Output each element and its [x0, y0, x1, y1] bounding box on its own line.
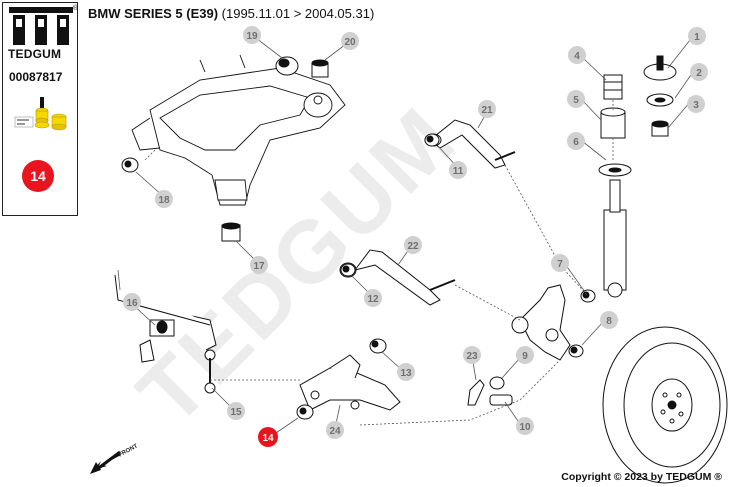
callout-6: 6	[567, 132, 585, 150]
svg-text:16: 16	[126, 298, 138, 309]
callout-24: 24	[326, 421, 344, 439]
svg-text:4: 4	[574, 51, 580, 62]
svg-text:17: 17	[253, 261, 265, 272]
svg-text:19: 19	[246, 31, 258, 42]
callout-21: 21	[478, 100, 496, 118]
copyright-text: Copyright © 2023 by TEDGUM ®	[561, 471, 722, 483]
strut-mount-1	[643, 55, 677, 81]
vehicle-title: BMW SERIES 5 (E39) (1995.11.01 > 2004.05…	[88, 6, 374, 21]
callout-10: 10	[516, 417, 534, 435]
callout-19: 19	[243, 26, 261, 44]
svg-text:10: 10	[519, 422, 531, 433]
callout-20: 20	[341, 32, 359, 50]
svg-text:14: 14	[262, 433, 274, 444]
callout-16: 16	[123, 293, 141, 311]
callout-22: 22	[404, 236, 422, 254]
svg-text:6: 6	[573, 137, 579, 148]
callout-18: 18	[155, 190, 173, 208]
callout-17: 17	[250, 256, 268, 274]
svg-text:12: 12	[367, 294, 379, 305]
callout-7: 7	[551, 254, 569, 272]
svg-text:3: 3	[693, 100, 699, 111]
bushing-18	[121, 157, 139, 173]
bushing-7	[580, 289, 596, 303]
callout-5: 5	[567, 90, 585, 108]
callout-23: 23	[463, 346, 481, 364]
svg-text:8: 8	[606, 316, 612, 327]
shock-absorber	[598, 163, 632, 298]
stabilizer-bar	[114, 269, 217, 363]
tedgum-logo-icon	[9, 7, 73, 45]
dust-cover-5	[600, 107, 626, 139]
svg-text:23: 23	[466, 351, 478, 362]
callout-1: 1	[688, 27, 706, 45]
svg-text:1: 1	[694, 32, 700, 43]
svg-text:18: 18	[158, 195, 170, 206]
wheel-carrier	[511, 284, 571, 361]
callout-9: 9	[516, 346, 534, 364]
toe-link	[467, 376, 513, 406]
bushing-11	[424, 133, 440, 147]
lower-trailing-arm	[299, 354, 401, 411]
brand-name: TEDGUM	[8, 47, 62, 61]
svg-text:24: 24	[329, 426, 341, 437]
bushing-17	[221, 222, 241, 242]
registered-mark: ®	[73, 5, 79, 12]
svg-text:11: 11	[453, 166, 464, 177]
stabilizer-link	[204, 349, 216, 394]
svg-text:9: 9	[522, 351, 528, 362]
callout-4: 4	[568, 46, 586, 64]
strut-bearing-2	[646, 93, 674, 107]
callout-8: 8	[600, 311, 618, 329]
callout-12: 12	[364, 289, 382, 307]
part-info-panel: ® TEDGUM 00087817 14	[2, 2, 78, 216]
svg-text:20: 20	[344, 37, 356, 48]
vehicle-years: (1995.11.01 > 2004.05.31)	[221, 6, 375, 21]
part-number: 00087817	[9, 70, 63, 84]
vehicle-model: BMW SERIES 5 (E39)	[88, 6, 219, 21]
mount-bushing-3	[651, 120, 669, 137]
bushing-12	[340, 263, 356, 277]
bushing-13	[369, 338, 387, 354]
svg-text:7: 7	[557, 259, 563, 270]
subframe-bushing-19	[275, 56, 299, 76]
callout-15: 15	[227, 402, 245, 420]
wheel	[602, 326, 728, 484]
svg-text:21: 21	[481, 105, 493, 116]
subframe-mount-20	[311, 59, 329, 78]
bushing-8	[568, 344, 584, 358]
svg-text:13: 13	[400, 368, 412, 379]
highlight-number-badge: 14	[22, 160, 54, 192]
callout-13: 13	[397, 363, 415, 381]
svg-text:22: 22	[407, 241, 419, 252]
callout-14: 14	[258, 427, 278, 447]
svg-text:5: 5	[573, 95, 579, 106]
svg-text:2: 2	[696, 68, 702, 79]
callout-11: 11	[449, 161, 467, 179]
product-thumbnail	[14, 97, 67, 131]
bump-stop-4	[603, 74, 623, 100]
bushing-14	[296, 404, 314, 420]
callout-3: 3	[687, 95, 705, 113]
front-arrow-icon	[90, 450, 121, 474]
assembly-guide-lines	[144, 100, 614, 426]
callout-2: 2	[690, 63, 708, 81]
svg-text:15: 15	[230, 407, 242, 418]
